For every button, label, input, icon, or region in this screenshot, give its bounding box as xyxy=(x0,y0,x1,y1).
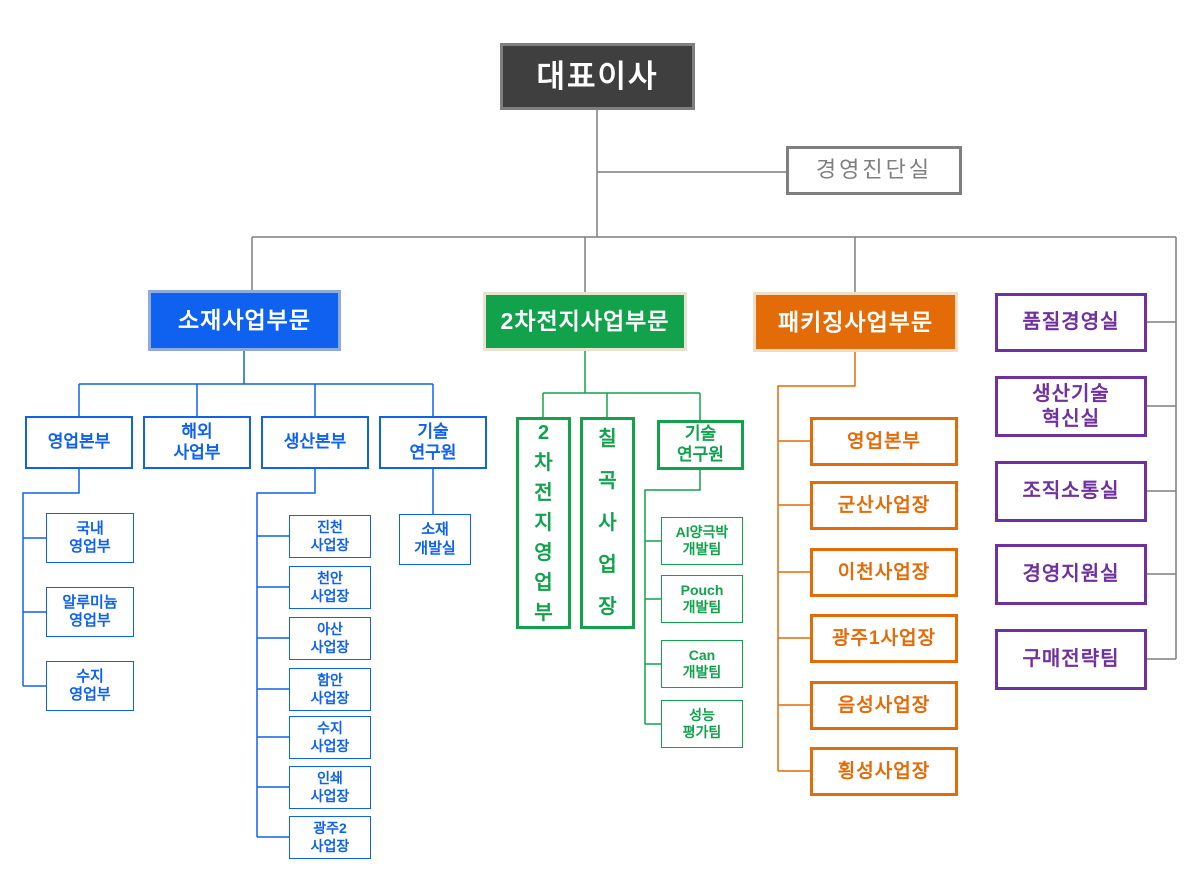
plant-icheon: 이천사업장 xyxy=(810,548,958,597)
dept-overseas-business: 해외 사업부 xyxy=(143,416,251,469)
plant-jincheon: 진천 사업장 xyxy=(289,515,371,558)
plant-printing: 인쇄 사업장 xyxy=(289,766,371,809)
team-purchase-strategy: 구매전략팀 xyxy=(995,629,1147,690)
dept-battery-sales: 2 차 전 지 영 업 부 xyxy=(516,417,571,629)
plant-haman: 함안 사업장 xyxy=(289,668,371,711)
division-battery-header: 2차전지사업부문 xyxy=(483,292,687,351)
team-resin-sales: 수지 영업부 xyxy=(46,661,134,711)
plant-gwangju2: 광주2 사업장 xyxy=(289,816,371,859)
dept-tech-institute: 기술 연구원 xyxy=(379,416,487,469)
division-materials-header: 소재사업부문 xyxy=(148,290,341,351)
dept-battery-tech-institute: 기술 연구원 xyxy=(657,420,744,470)
team-pouch-dev: Pouch 개발팀 xyxy=(661,575,743,623)
office-mgmt-support: 경영지원실 xyxy=(995,544,1147,605)
plant-hoengseong: 횡성사업장 xyxy=(810,747,958,796)
plant-asan: 아산 사업장 xyxy=(289,617,371,660)
audit-office-box: 경영진단실 xyxy=(786,146,962,195)
plant-suji: 수지 사업장 xyxy=(289,716,371,759)
office-production-tech-innovation: 생산기술 혁신실 xyxy=(995,376,1147,437)
office-material-dev: 소재 개발실 xyxy=(399,514,471,565)
dept-sales-hq: 영업본부 xyxy=(25,416,133,469)
team-domestic-sales: 국내 영업부 xyxy=(46,513,134,563)
plant-cheonan: 천안 사업장 xyxy=(289,566,371,609)
plant-gunsan: 군산사업장 xyxy=(810,481,958,530)
battery-connectors xyxy=(542,351,701,725)
ceo-box: 대표이사 xyxy=(500,43,695,110)
office-org-communication: 조직소통실 xyxy=(995,461,1147,522)
packaging-connectors xyxy=(777,352,856,772)
team-al-cathode-foil-dev: Al양극박 개발팀 xyxy=(661,517,743,565)
materials-connectors xyxy=(22,351,434,838)
office-quality-mgmt: 품질경영실 xyxy=(995,293,1147,352)
dept-production-hq: 생산본부 xyxy=(261,416,369,469)
division-packaging-header: 패키징사업부문 xyxy=(753,292,958,352)
plant-chilgok: 칠 곡 사 업 장 xyxy=(580,417,635,629)
gray-connectors xyxy=(251,110,1177,660)
plant-gwangju1: 광주1사업장 xyxy=(810,614,958,663)
team-can-dev: Can 개발팀 xyxy=(661,640,743,688)
team-performance-eval: 성능 평가팀 xyxy=(661,700,743,748)
dept-packaging-sales-hq: 영업본부 xyxy=(810,417,958,466)
team-aluminum-sales: 알루미늄 영업부 xyxy=(46,587,134,637)
plant-eumseong: 음성사업장 xyxy=(810,681,958,730)
